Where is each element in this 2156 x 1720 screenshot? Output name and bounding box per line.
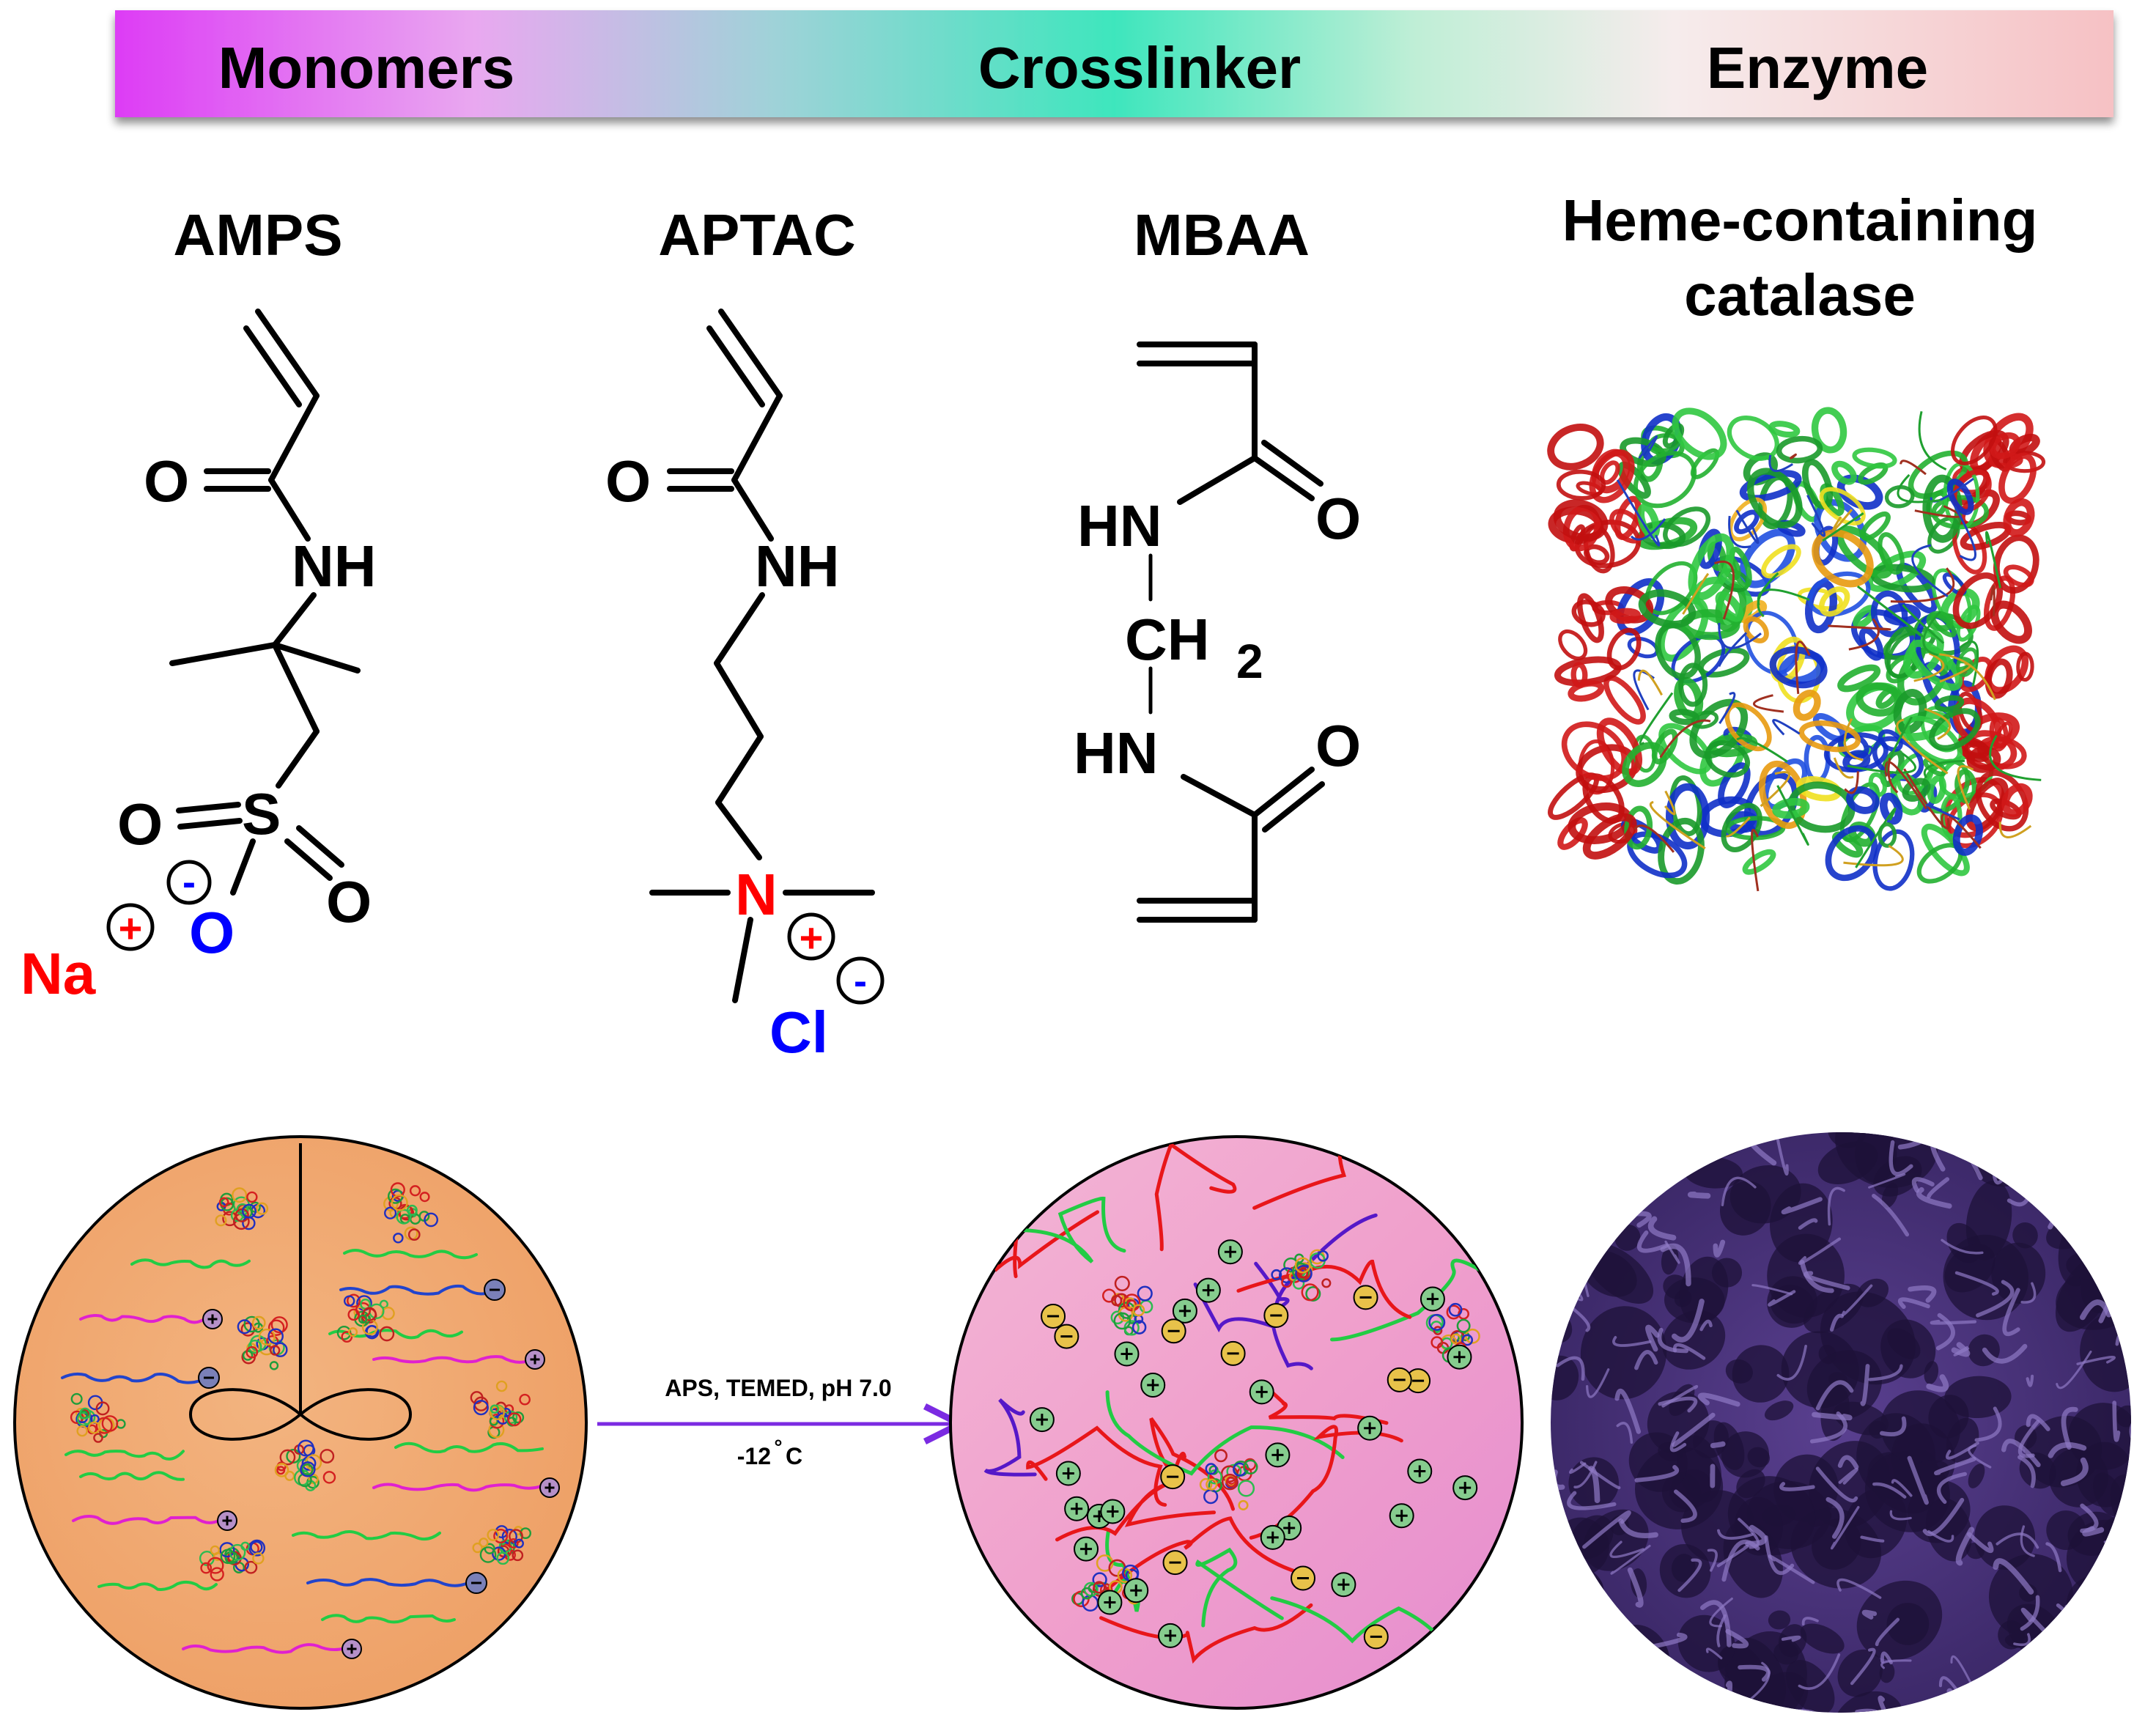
cation-marker-icon: [1055, 1461, 1081, 1486]
monomers-label: Monomers: [218, 35, 515, 100]
cation-marker-icon: [217, 1510, 237, 1531]
monomer-solution-circle: [13, 1135, 588, 1710]
anion-marker-icon: [1353, 1285, 1378, 1310]
cation-marker-icon: [1420, 1286, 1445, 1312]
anion-marker-icon: [1041, 1304, 1066, 1329]
amps-minus-sign: -: [182, 860, 196, 904]
cation-marker-icon: [1357, 1415, 1383, 1441]
cation-marker-icon: [1265, 1442, 1291, 1468]
anion-marker-icon: [1220, 1340, 1246, 1366]
stirrer-icon: [188, 1143, 413, 1441]
amps-sodium: Na: [21, 941, 96, 1006]
aptac-plus-sign: +: [800, 915, 824, 961]
amps-carbonyl-o: O: [144, 449, 189, 514]
cryogel-network-circle: [949, 1135, 1524, 1710]
cation-marker-icon: [202, 1309, 223, 1329]
amps-title: AMPS: [173, 202, 342, 267]
aptac-structure: O NH N + Cl -: [605, 309, 885, 1065]
anion-marker-icon: [198, 1367, 220, 1389]
cation-marker-icon: [525, 1349, 545, 1370]
enzyme-label: Enzyme: [1707, 35, 1928, 100]
anion-marker-icon: [1161, 1318, 1186, 1344]
anion-marker-icon: [1387, 1367, 1412, 1392]
catalase-protein-image: [1547, 407, 2046, 892]
anion-marker-icon: [1160, 1464, 1186, 1490]
cation-marker-icon: [1100, 1499, 1126, 1524]
enzyme-title-line1: Heme-containing: [1562, 188, 2038, 253]
anion-marker-icon: [1162, 1550, 1188, 1576]
anion-marker-icon: [1363, 1624, 1389, 1650]
cation-marker-icon: [1260, 1524, 1285, 1550]
reaction-arrow: APS, TEMED, pH 7.0 -12 ° C: [597, 1375, 960, 1469]
enzyme-molecule-icon: [383, 1182, 439, 1244]
cation-marker-icon: [1064, 1496, 1090, 1521]
enzyme-molecule-icon: [237, 1315, 288, 1370]
cation-marker-icon: [1331, 1572, 1356, 1598]
cation-marker-icon: [539, 1477, 560, 1498]
aptac-nitrogen: N: [735, 862, 778, 927]
enzyme-molecule-icon: [274, 1439, 336, 1491]
amps-sulfonyl-o2: O: [326, 869, 372, 934]
enzyme-molecule-icon: [336, 1293, 395, 1343]
mbaa-structure: O HN CH 2 HN O: [1074, 342, 1361, 923]
mbaa-o-top: O: [1315, 486, 1361, 551]
mbaa-hn-top: HN: [1077, 493, 1162, 558]
mbaa-title: MBAA: [1134, 202, 1310, 267]
enzyme-molecule-icon: [70, 1392, 126, 1443]
anion-marker-icon: [484, 1279, 506, 1301]
anion-marker-icon: [465, 1572, 487, 1594]
cation-marker-icon: [1407, 1458, 1433, 1484]
aptac-minus-sign: -: [854, 959, 867, 1003]
sem-micrograph-circle: [1551, 1132, 2131, 1713]
cation-marker-icon: [1140, 1372, 1166, 1398]
cation-marker-icon: [1195, 1277, 1221, 1303]
crosslinker-label: Crosslinker: [978, 35, 1301, 100]
amps-sulfur: S: [242, 781, 281, 846]
cation-marker-icon: [1249, 1379, 1274, 1405]
cation-marker-icon: [1074, 1536, 1099, 1562]
cation-marker-icon: [1452, 1475, 1478, 1501]
reaction-degree: °: [774, 1436, 782, 1458]
cation-marker-icon: [1123, 1578, 1149, 1603]
aptac-title: APTAC: [658, 202, 856, 267]
amps-anion-o: O: [189, 900, 235, 965]
cation-marker-icon: [1029, 1407, 1055, 1433]
amps-sulfonyl-o1: O: [117, 791, 163, 857]
cation-marker-icon: [1157, 1623, 1183, 1648]
enzyme-molecule-icon: [1199, 1449, 1258, 1511]
cation-marker-icon: [1114, 1341, 1140, 1367]
anion-marker-icon: [1054, 1324, 1079, 1349]
reaction-temperature-unit: C: [786, 1443, 802, 1469]
cation-marker-icon: [1097, 1590, 1123, 1615]
enzyme-molecule-icon: [199, 1539, 266, 1581]
mbaa-ch: CH: [1125, 607, 1210, 672]
enzyme-molecule-icon: [1271, 1249, 1332, 1302]
cation-marker-icon: [1447, 1344, 1472, 1370]
aptac-carbonyl-o: O: [605, 449, 651, 514]
cation-marker-icon: [1217, 1239, 1243, 1265]
mbaa-hn-bottom: HN: [1074, 720, 1159, 786]
reaction-conditions: APS, TEMED, pH 7.0: [665, 1375, 891, 1401]
cation-marker-icon: [1003, 1609, 1029, 1634]
enzyme-molecule-icon: [472, 1525, 532, 1565]
mbaa-subscript-2: 2: [1236, 634, 1263, 688]
enzyme-molecule-icon: [470, 1380, 531, 1439]
category-header-bar: Monomers Crosslinker Enzyme: [115, 10, 2113, 117]
enzyme-molecule-icon: [1101, 1275, 1153, 1336]
aptac-chloride: Cl: [769, 1000, 828, 1065]
amps-nh: NH: [292, 534, 377, 599]
anion-marker-icon: [1263, 1303, 1289, 1329]
amps-plus-sign: +: [119, 905, 143, 951]
reaction-temperature: -12: [737, 1443, 771, 1469]
cation-marker-icon: [342, 1639, 362, 1659]
enzyme-title-line2: catalase: [1684, 262, 1916, 328]
anion-marker-icon: [1291, 1565, 1316, 1591]
mbaa-o-bottom: O: [1315, 713, 1361, 778]
aptac-nh: NH: [755, 534, 840, 599]
enzyme-molecule-icon: [215, 1187, 269, 1230]
cation-marker-icon: [1172, 1298, 1197, 1324]
amps-structure: O NH S O O O - Na +: [21, 309, 377, 1006]
cation-marker-icon: [1389, 1503, 1414, 1529]
